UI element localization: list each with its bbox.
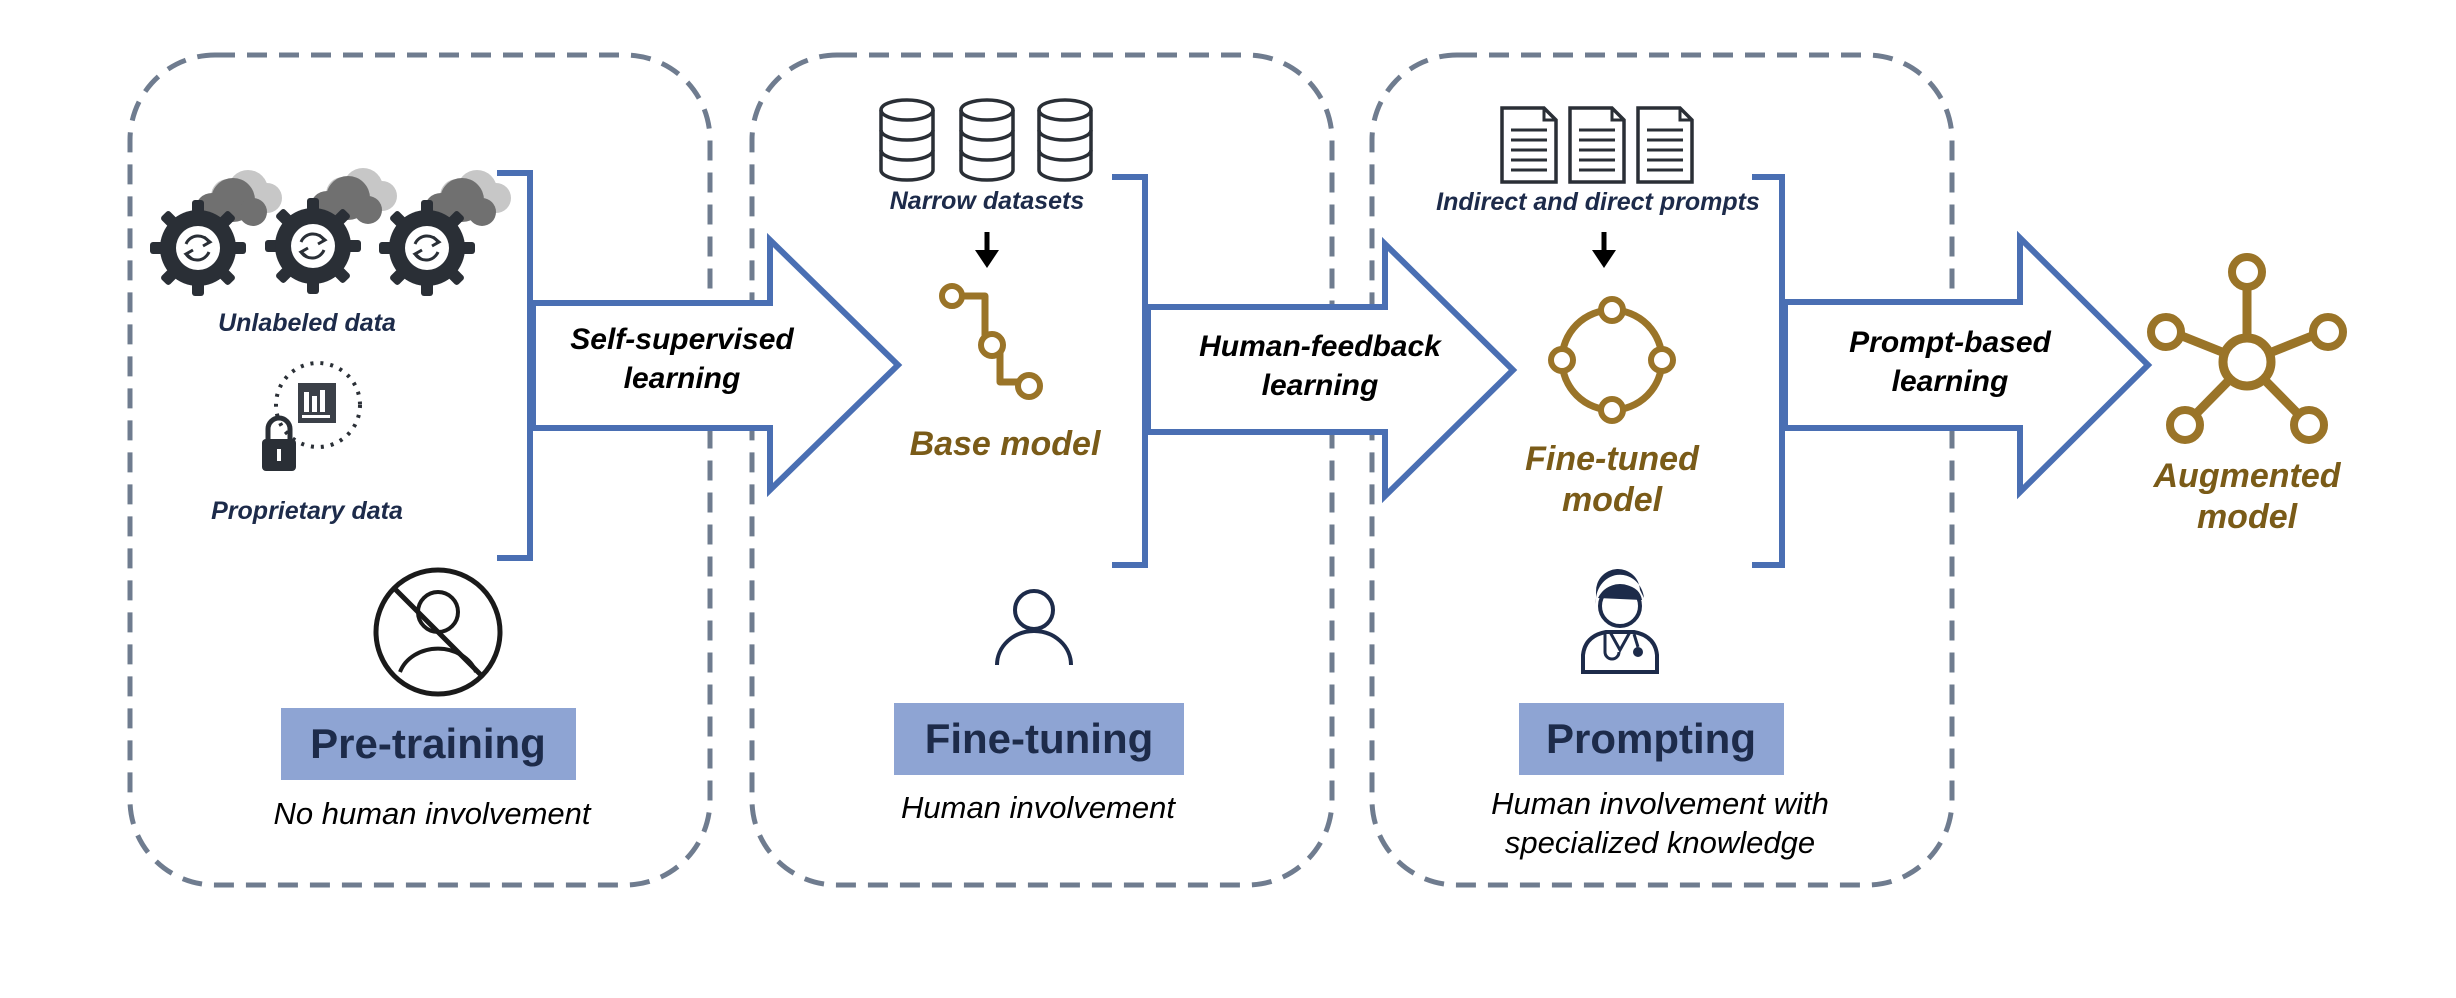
finetuning-caption: Human involvement [901, 790, 1176, 825]
document-icon [1568, 106, 1626, 184]
document-icon [1500, 106, 1558, 184]
prompting-bracket [1752, 174, 1785, 568]
person-icon [995, 589, 1073, 666]
model-path-icon [939, 283, 1043, 400]
document-icon [1636, 106, 1694, 184]
base-model-label: Base model [910, 425, 1102, 463]
pretraining-bracket [497, 170, 533, 561]
arrow-prompt-based [1782, 230, 2153, 500]
finetuning-title: Fine-tuning [925, 715, 1154, 762]
finetuned-model-label-line2: model [1562, 481, 1664, 519]
pretraining-panel [127, 52, 713, 888]
arrow-self-supervised [530, 232, 903, 498]
finetuned-model-label-line1: Fine-tuned [1525, 440, 1700, 478]
finetuning-title-box [894, 703, 1184, 775]
gear-cloud-icon [265, 168, 397, 294]
down-arrow-icon [975, 232, 999, 268]
gear-cloud-icon [150, 170, 282, 296]
prompts-label: Indirect and direct prompts [1436, 188, 1760, 216]
arrow-3-label-line2: learning [1892, 365, 2009, 398]
no-person-icon [373, 567, 503, 697]
down-arrow-icon [1592, 232, 1616, 268]
prompting-caption-line1: Human involvement with [1491, 786, 1829, 821]
prompting-title-box [1519, 703, 1784, 775]
proprietary-data-label: Proprietary data [211, 497, 403, 525]
augmented-model-label-line2: model [2197, 498, 2299, 536]
lock-data-icon [262, 361, 362, 471]
doctor-icon [1581, 569, 1659, 674]
model-ring-icon [1548, 296, 1676, 424]
gear-cloud-icon [379, 170, 511, 296]
prompting-caption-line2: specialized knowledge [1505, 825, 1815, 860]
network-hub-icon [2147, 253, 2347, 444]
database-icon [879, 98, 935, 182]
finetuning-bracket [1112, 174, 1148, 568]
database-icon [1037, 98, 1093, 182]
narrow-datasets-label: Narrow datasets [890, 187, 1085, 215]
database-icon [959, 98, 1015, 182]
arrow-human-feedback [1145, 236, 1518, 504]
arrow-2-label-line1: Human-feedback [1199, 330, 1442, 363]
prompting-panel [1369, 52, 1955, 888]
prompting-title: Prompting [1546, 715, 1756, 762]
pretraining-caption: No human involvement [273, 796, 591, 831]
finetuning-panel [749, 52, 1335, 888]
augmented-model-label-line1: Augmented [2153, 457, 2342, 495]
pretraining-title-box [281, 708, 576, 780]
arrow-3-label-line1: Prompt-based [1849, 326, 2051, 359]
arrow-2-label-line2: learning [1262, 369, 1379, 402]
arrow-1-label-line2: learning [624, 362, 741, 395]
arrow-1-label-line1: Self-supervised [570, 323, 794, 356]
pretraining-title: Pre-training [310, 720, 546, 767]
unlabeled-data-label: Unlabeled data [218, 309, 396, 337]
